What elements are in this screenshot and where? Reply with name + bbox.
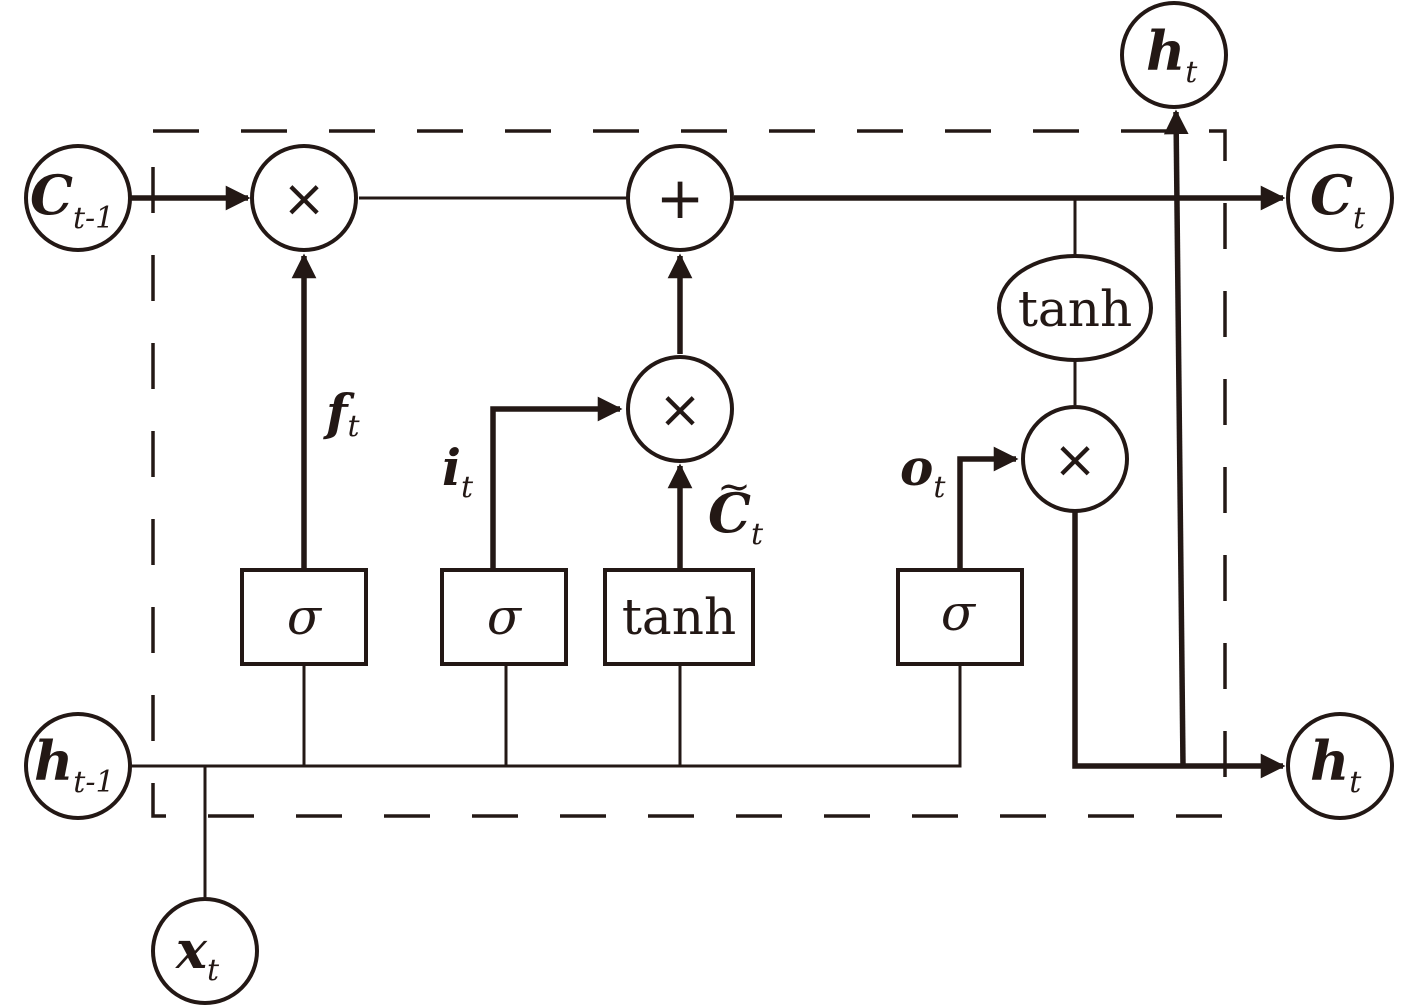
- c-t-node: Ct: [1286, 144, 1394, 252]
- cell-tanh-node: tanh: [997, 254, 1153, 362]
- plus-icon: +: [656, 164, 705, 232]
- candidate-label: ~ Ct: [708, 464, 764, 552]
- svg-text:tanh: tanh: [1018, 280, 1132, 338]
- svg-text:Ct: Ct: [708, 481, 764, 552]
- h-t-up-arrow: [1163, 109, 1189, 767]
- input-bus: [130, 665, 962, 768]
- multiply-icon: ×: [282, 169, 326, 229]
- svg-text:ht: ht: [1310, 729, 1362, 800]
- input-sigmoid-box: σ: [440, 568, 568, 666]
- svg-text:xt: xt: [175, 920, 220, 988]
- forget-multiply-node: ×: [250, 144, 358, 252]
- svg-text:ht: ht: [1146, 19, 1198, 90]
- multiply-icon: ×: [658, 380, 702, 440]
- h-prev-node: ht-1: [24, 712, 132, 820]
- candidate-tanh-box: tanh: [603, 568, 755, 666]
- svg-text:σ: σ: [941, 584, 977, 642]
- input-multiply-node: ×: [626, 355, 734, 463]
- svg-text:Ct: Ct: [1310, 163, 1366, 236]
- svg-text:σ: σ: [287, 588, 323, 646]
- forget-sigmoid-box: σ: [240, 568, 368, 666]
- h-t-top-node: ht: [1120, 1, 1228, 109]
- output-gate-arrow: [957, 446, 1019, 570]
- input-gate-label: it: [442, 438, 474, 505]
- svg-text:tanh: tanh: [622, 588, 736, 646]
- svg-text:Ct-1: Ct-1: [30, 163, 114, 236]
- forget-gate-label: ft: [323, 383, 361, 444]
- c-prev-node: Ct-1: [24, 144, 132, 252]
- output-gate-label: ot: [900, 438, 946, 505]
- input-gate-arrow: [490, 396, 623, 570]
- svg-text:σ: σ: [487, 588, 523, 646]
- output-multiply-node: ×: [1021, 405, 1129, 513]
- h-t-output-node: ht: [1286, 712, 1394, 820]
- output-sigmoid-box: σ: [896, 568, 1024, 666]
- cell-boundary: [151, 129, 1227, 818]
- x-t-node: xt: [151, 897, 259, 1005]
- multiply-icon: ×: [1053, 430, 1097, 490]
- svg-text:ht-1: ht-1: [34, 729, 115, 800]
- svg-text:~: ~: [717, 464, 751, 510]
- h-t-arrow: [1072, 512, 1286, 779]
- add-node: +: [626, 144, 734, 252]
